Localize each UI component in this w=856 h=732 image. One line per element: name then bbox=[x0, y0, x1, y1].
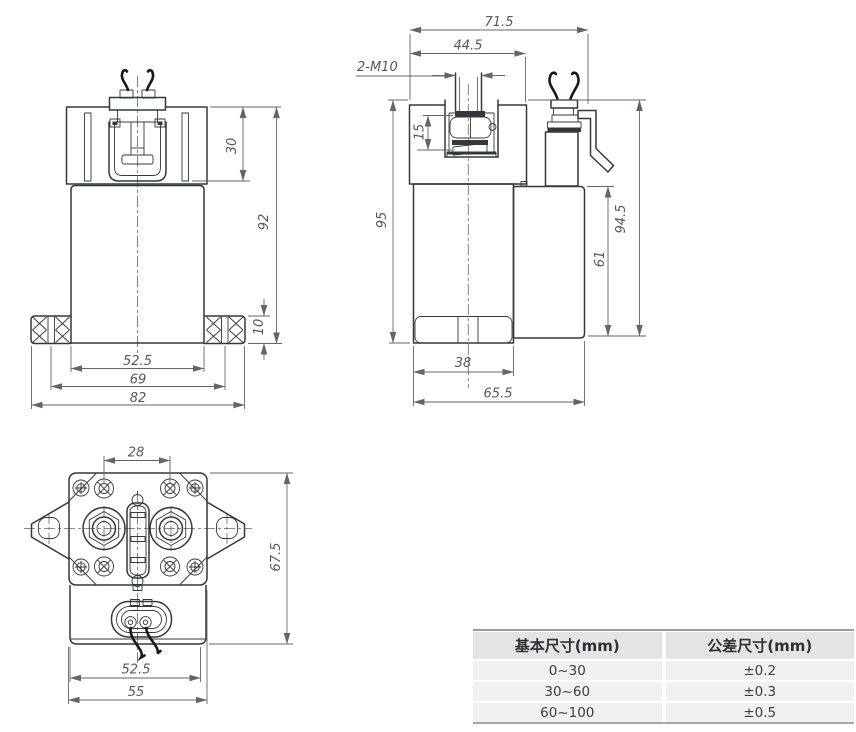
front-view-dimensions: 30 92 10 52.5 69 82 bbox=[31, 106, 282, 409]
side-view: 71.5 44.5 2-M10 15 95 94.5 61 38 65.5 bbox=[356, 15, 646, 406]
terminal-washer bbox=[455, 111, 485, 117]
dim-top-flange-width: 55 bbox=[128, 685, 145, 700]
side-view-outline bbox=[408, 71, 615, 344]
aux-wire-left bbox=[548, 71, 559, 101]
aux-connector-cap bbox=[550, 99, 579, 109]
side-view-dimensions: 71.5 44.5 2-M10 15 95 94.5 61 38 65.5 bbox=[356, 15, 646, 406]
dim-side-overall-width: 71.5 bbox=[485, 15, 514, 30]
table-row: 30~60 ±0.3 bbox=[473, 682, 854, 701]
table-header-basic-size: 基本尺寸(mm) bbox=[473, 632, 662, 659]
top-view-outline bbox=[30, 472, 246, 662]
dim-side-overall-height: 94.5 bbox=[614, 205, 629, 234]
dim-front-hole-span: 69 bbox=[130, 373, 147, 388]
mounting-ear-left bbox=[30, 501, 70, 560]
mounting-hole-right bbox=[216, 517, 238, 539]
dim-top-overall-height: 67.5 bbox=[269, 543, 284, 572]
coil-wire-right bbox=[145, 68, 155, 92]
tolerance-value: ±0.5 bbox=[665, 703, 854, 722]
dim-side-total-height: 95 bbox=[375, 212, 390, 229]
coil-wire-left bbox=[120, 68, 130, 92]
mounting-ear-right bbox=[206, 501, 246, 560]
dim-front-total-height: 92 bbox=[257, 214, 272, 231]
coil-connector bbox=[110, 599, 173, 662]
dim-front-body-width: 52.5 bbox=[123, 354, 152, 369]
dim-top-body-width: 52.5 bbox=[122, 663, 151, 678]
basic-size-value: 0~30 bbox=[473, 661, 662, 680]
dim-front-flange-width: 82 bbox=[130, 391, 147, 406]
center-strip bbox=[126, 491, 150, 591]
tolerance-table: 基本尺寸(mm) 公差尺寸(mm) 0~30 ±0.2 30~60 ±0.3 6… bbox=[473, 629, 854, 724]
dim-side-stud-thread: 2-M10 bbox=[357, 60, 398, 75]
power-terminal-right bbox=[149, 506, 193, 551]
basic-size-value: 60~100 bbox=[473, 703, 662, 722]
front-view: 30 92 10 52.5 69 82 bbox=[30, 68, 282, 409]
dim-side-stud-height: 15 bbox=[413, 124, 428, 141]
tolerance-value: ±0.2 bbox=[665, 661, 854, 680]
cover-screws bbox=[72, 479, 204, 576]
dim-front-cap-height: 30 bbox=[225, 138, 240, 155]
dim-top-terminal-pitch: 28 bbox=[128, 446, 145, 461]
top-view-dimensions: 28 67.5 52.5 55 bbox=[68, 446, 293, 704]
aux-wire-right bbox=[569, 71, 580, 101]
front-view-outline bbox=[30, 68, 246, 345]
mounting-hole-left bbox=[38, 517, 60, 539]
table-row: 0~30 ±0.2 bbox=[473, 661, 854, 680]
terminal-screws bbox=[94, 478, 180, 577]
table-header-tolerance-size: 公差尺寸(mm) bbox=[665, 632, 854, 659]
dim-side-head-width: 44.5 bbox=[454, 39, 483, 54]
table-row: 60~100 ±0.5 bbox=[473, 703, 854, 722]
top-view: 28 67.5 52.5 55 bbox=[24, 446, 293, 704]
dim-side-aux-body-height: 61 bbox=[593, 251, 608, 268]
basic-size-value: 30~60 bbox=[473, 682, 662, 701]
dim-front-flange-height: 10 bbox=[252, 319, 267, 336]
power-terminal-left bbox=[82, 506, 126, 551]
tolerance-value: ±0.3 bbox=[665, 682, 854, 701]
table-header-row: 基本尺寸(mm) 公差尺寸(mm) bbox=[473, 632, 854, 659]
dim-side-body-depth: 38 bbox=[455, 356, 472, 371]
mounting-bracket bbox=[577, 109, 615, 173]
dim-side-overall-depth: 65.5 bbox=[484, 387, 513, 402]
